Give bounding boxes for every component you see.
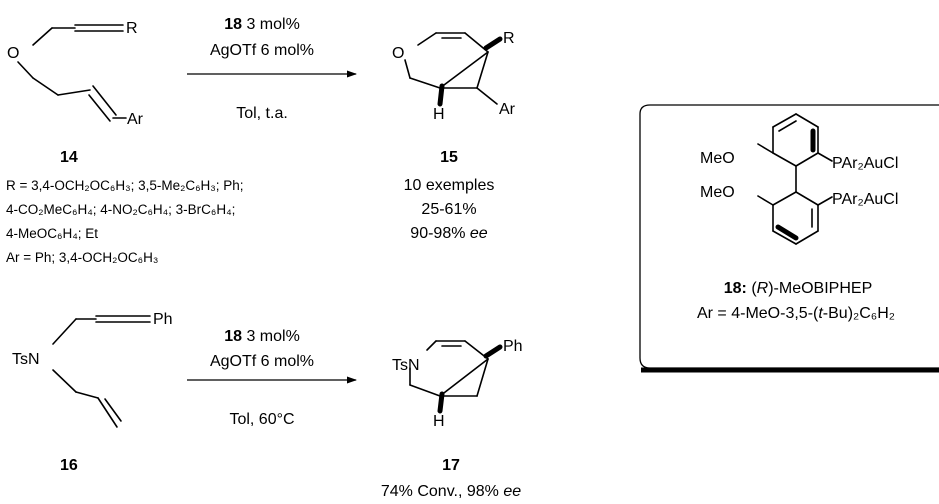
arrow1-cocatalyst: AgOTf 6 mol% (210, 42, 314, 59)
arrow1-reagent-loading: 3 mol% (246, 16, 299, 33)
arrow2-reagent: 18 3 mol% (224, 328, 300, 345)
stereo-descriptor: R (757, 280, 769, 297)
atom-H: H (433, 106, 445, 123)
atom-TsN: TsN (12, 351, 40, 368)
catalyst-18-structure: MeO MeO PAr₂AuCl PAr₂AuCl (700, 113, 898, 245)
arrow1-reagent-num: 18 (224, 16, 242, 33)
compound-17-structure: TsN Ph H (392, 338, 523, 430)
ar-def-prefix: Ar = 4-MeO-3,5-( (697, 305, 819, 322)
catalyst-18-box (639, 104, 939, 373)
atom-Ar: Ar (127, 111, 144, 128)
compound-15-label: 15 (440, 149, 458, 166)
ar-definition: Ar = 4-MeO-3,5-(t-Bu)₂C₆H₂ (697, 305, 895, 322)
ar-def-tert: t (818, 305, 823, 322)
atom-R: R (126, 20, 138, 37)
catalyst-number: 18: (724, 280, 747, 297)
atom-Ph: Ph (503, 338, 523, 355)
ee-value: 90-98% (410, 225, 465, 242)
compound-14-label: 14 (60, 149, 78, 166)
yield-range: 25-61% (421, 201, 476, 218)
atom-R: R (503, 30, 515, 47)
ligand-name: )-MeOBIPHEP (768, 280, 872, 297)
r-groups-line-1: R = 3,4-OCH₂OC₆H₃; 3,5-Me₂C₆H₃; Ph; (6, 178, 244, 193)
phosphine-gold-top: PAr₂AuCl (832, 155, 898, 172)
arrow2-cocatalyst: AgOTf 6 mol% (210, 353, 314, 370)
arrow1-reagent: 18 3 mol% (224, 16, 300, 33)
arrow1-conditions: Tol, t.a. (236, 105, 288, 122)
examples-count: 10 exemples (404, 177, 495, 194)
atom-Ph: Ph (153, 311, 173, 328)
atom-O: O (7, 45, 19, 62)
methoxy-bottom: MeO (700, 184, 735, 201)
ee-label: ee (470, 225, 488, 242)
ar-groups-line: Ar = Ph; 3,4-OCH₂OC₆H₃ (6, 250, 158, 265)
r-groups-line-2: 4-CO₂MeC₆H₄; 4-NO₂C₆H₄; 3-BrC₆H₄; (6, 202, 235, 217)
catalyst-name: 18: (R)-MeOBIPHEP (724, 280, 872, 297)
conversion-result: 74% Conv., 98% ee (381, 483, 521, 500)
ee-range: 90-98% ee (410, 225, 488, 242)
atom-TsN: TsN (392, 357, 420, 374)
atom-Ar: Ar (499, 101, 516, 118)
methoxy-top: MeO (700, 150, 735, 167)
paren-open: ( (751, 280, 757, 297)
compound-16-label: 16 (60, 457, 78, 474)
r-groups-line-3: 4-MeOC₆H₄; Et (6, 226, 98, 241)
compound-15-structure: O R H Ar (392, 30, 516, 123)
arrow2-reagent-loading: 3 mol% (246, 328, 299, 345)
ar-def-suffix: -Bu)₂C₆H₂ (823, 305, 895, 322)
compound-16-structure: TsN Ph (12, 311, 173, 428)
arrow2-conditions: Tol, 60°C (229, 411, 294, 428)
atom-O: O (392, 45, 404, 62)
arrow2-reagent-num: 18 (224, 328, 242, 345)
phosphine-gold-bottom: PAr₂AuCl (832, 191, 898, 208)
conversion-value: 74% Conv., 98% (381, 483, 499, 500)
compound-14-structure: O R Ar (7, 20, 144, 128)
atom-H: H (433, 413, 445, 430)
compound-17-label: 17 (442, 457, 460, 474)
conversion-ee-label: ee (503, 483, 521, 500)
